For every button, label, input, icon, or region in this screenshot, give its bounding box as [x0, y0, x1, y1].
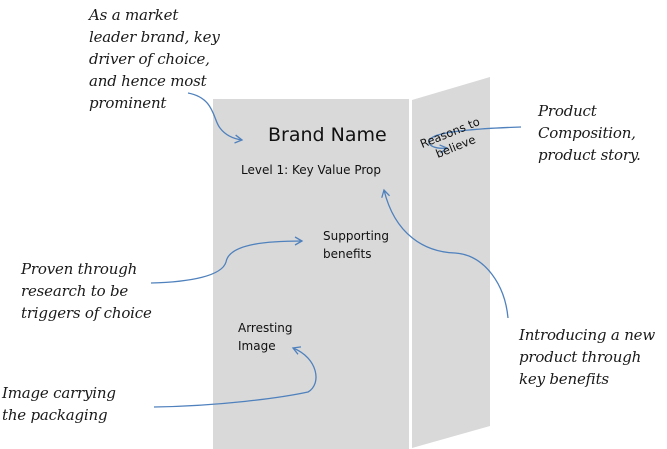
arresting-image-label: Arresting Image [238, 321, 293, 353]
key-value-prop-label: Level 1: Key Value Prop [241, 163, 381, 177]
annotation-brand: As a market leader brand, key driver of … [89, 6, 220, 112]
annotation-introducing: Introducing a new product through key be… [519, 326, 655, 388]
annotation-composition: Product Composition, product story. [538, 102, 641, 164]
arrow-brand [187, 92, 244, 144]
arrow-composition [428, 126, 522, 154]
annotation-image: Image carrying the packaging [2, 384, 116, 424]
supporting-benefits-label: Supporting benefits [323, 229, 389, 261]
arrow-introducing [381, 188, 509, 319]
side-panel [412, 77, 490, 448]
arrow-image [153, 346, 317, 408]
brand-name-label: Brand Name [268, 124, 387, 146]
annotation-proven: Proven through research to be triggers o… [21, 260, 152, 322]
front-panel [213, 99, 409, 449]
arrow-proven [150, 236, 304, 284]
